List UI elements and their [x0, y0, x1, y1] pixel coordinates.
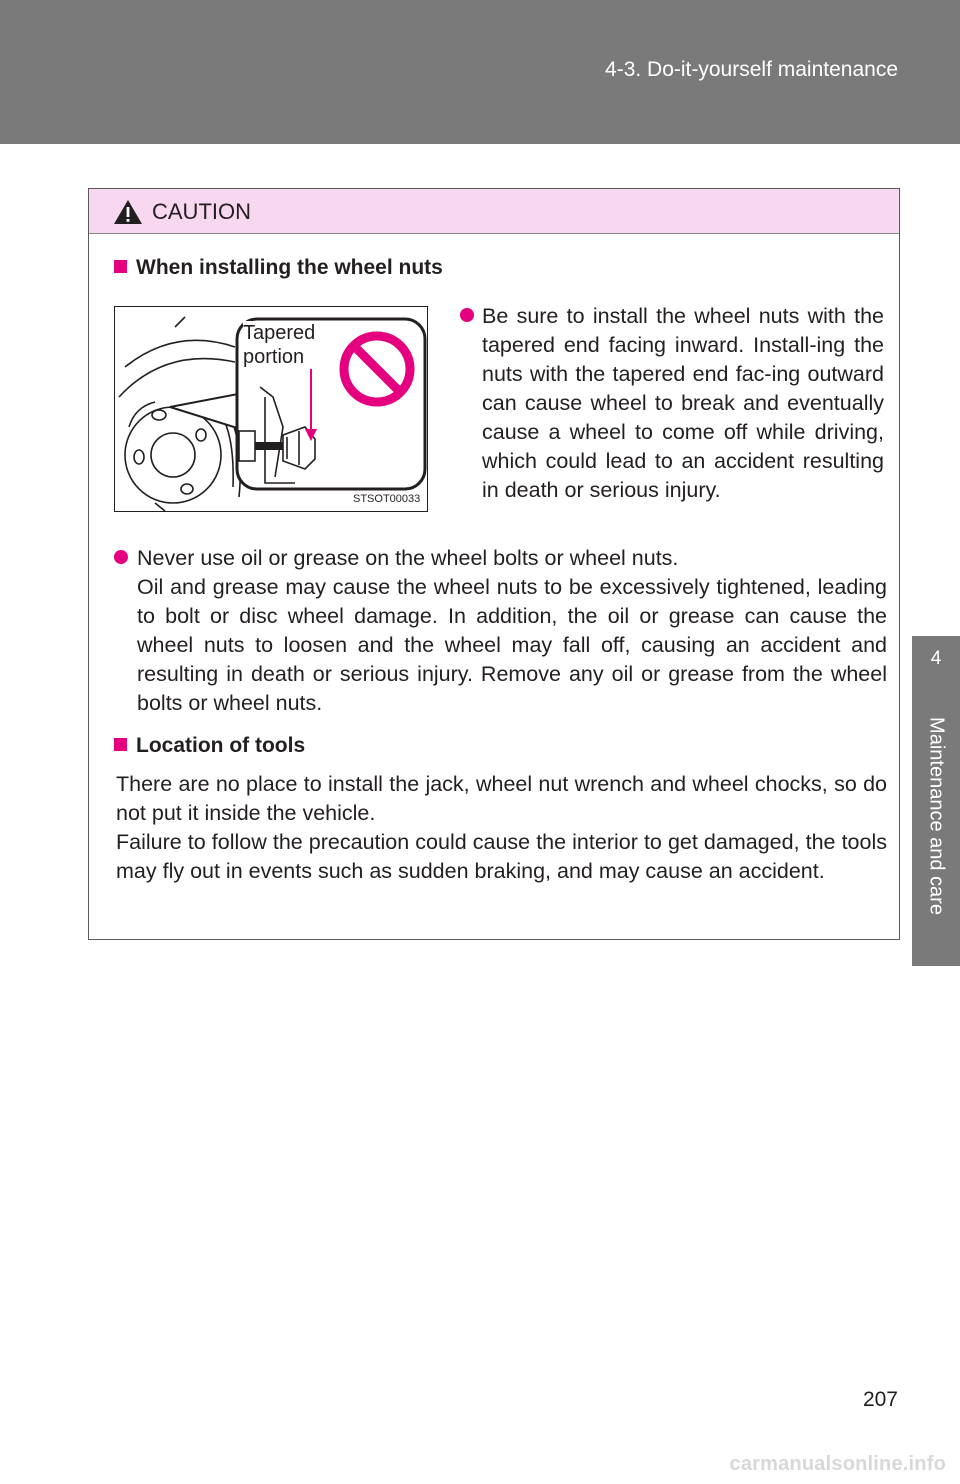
page-number: 207	[862, 1388, 898, 1411]
footer-watermark: carmanualsonline.info	[729, 1453, 946, 1475]
section-title: 4-3. Do-it-yourself maintenance	[605, 58, 898, 81]
figure-code: STSOT00033	[353, 493, 421, 505]
bullet-item-tapered: Be sure to install the wheel nuts with t…	[460, 302, 884, 505]
caution-title: CAUTION	[152, 199, 251, 224]
section-heading-tools: Location of tools	[114, 734, 305, 758]
chapter-label: Maintenance and care	[925, 717, 948, 915]
section-heading-wheel-nuts: When installing the wheel nuts	[114, 256, 443, 280]
caution-header: CAUTION	[89, 189, 899, 234]
chapter-tab: 4 Maintenance and care	[912, 636, 960, 966]
square-bullet-icon	[114, 260, 127, 273]
square-bullet-icon	[114, 738, 127, 751]
chapter-number: 4	[930, 648, 942, 669]
tapered-portion-label: Tapered portion	[243, 321, 316, 369]
warning-triangle-icon	[114, 200, 142, 224]
bullet-dot-icon	[114, 550, 128, 564]
prohibition-icon	[339, 331, 415, 407]
bullet-item-oil: Never use oil or grease on the wheel bol…	[114, 544, 887, 718]
page-header: 4-3. Do-it-yourself maintenance	[0, 0, 960, 144]
caution-box: CAUTION	[88, 188, 900, 940]
wheel-nut-figure: Tapered portion STSOT00033	[114, 306, 428, 512]
tools-paragraph: There are no place to install the jack, …	[116, 772, 887, 883]
bullet-dot-icon	[460, 308, 474, 322]
